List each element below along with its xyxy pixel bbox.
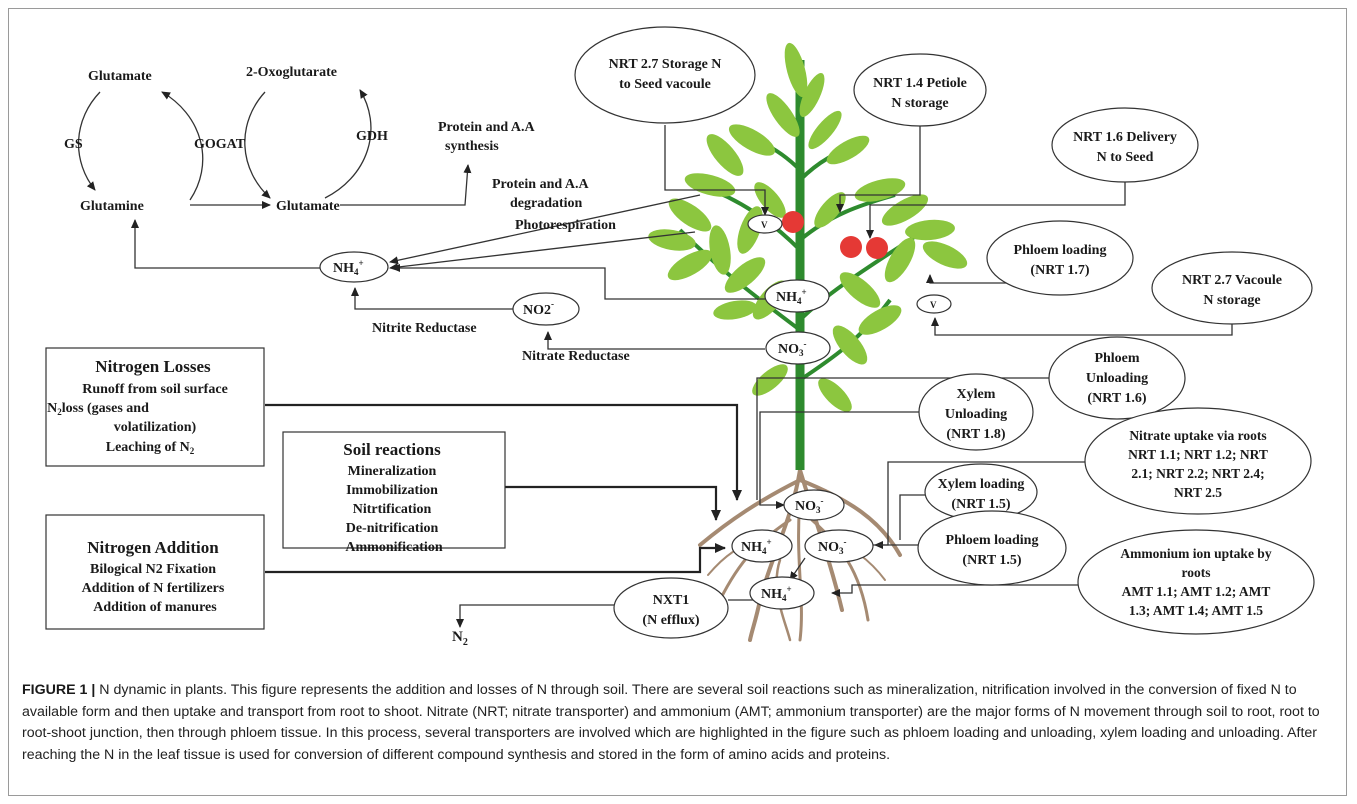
plant-illustration: [648, 42, 968, 642]
box-labels: Nitrogen Losses Runoff from soil surface…: [47, 357, 444, 615]
gdh-label: GDH: [356, 129, 388, 144]
species-labels: NH4+ NO2- NH4+ NO3- NO3- NH4+ NO3- NH4+ …: [333, 220, 937, 603]
figure-caption: FIGURE 1 | N dynamic in plants. This fig…: [22, 680, 1332, 766]
nitrate-reductase-label: Nitrate Reductase: [522, 349, 630, 364]
no3-root: NO3-: [795, 496, 824, 515]
n2-label: N2: [452, 629, 468, 648]
phloem-loading-15-bubble: Phloem loading(NRT 1.5): [946, 533, 1039, 568]
no3-root-2: NO3-: [818, 537, 847, 556]
info-boxes: [45, 347, 506, 630]
nitrogen-losses-box: Nitrogen Losses Runoff from soil surface: [82, 357, 228, 397]
nh4-left: NH4+: [333, 258, 364, 277]
gs-gogat-cycle: [77, 89, 472, 209]
box-arrows: [265, 403, 742, 574]
nh4-root: NH4+: [741, 537, 772, 556]
vacuole-v-1: V: [761, 220, 768, 230]
nitrogen-addition-box: Nitrogen Addition Bilogical N2 Fixation …: [82, 538, 229, 615]
no3-stem: NO3-: [778, 339, 807, 358]
volatilization-line: volatilization): [114, 420, 197, 435]
plant-side-labels: Protein and A.A degradation Photorespira…: [372, 177, 630, 648]
cycle-labels: Glutamate 2-Oxoglutarate GS GOGAT GDH Gl…: [64, 65, 537, 214]
leaching-line: Leaching of N2: [106, 440, 195, 456]
nxt1-bubble: NXT1(N efflux): [642, 593, 699, 628]
soil-reactions-box: Soil reactions Mineralization Immobiliza…: [343, 440, 444, 555]
n2-loss-line: N2loss (gases and: [47, 401, 149, 417]
phloem-loading-17-bubble: Phloem loading(NRT 1.7): [1014, 243, 1107, 278]
photorespiration-label: Photorespiration: [515, 218, 616, 233]
gs-label: GS: [64, 137, 83, 152]
caption-lead: FIGURE 1 |: [22, 682, 96, 698]
degradation-label: Protein and A.A degradation: [492, 177, 591, 211]
nh4-stem: NH4+: [776, 287, 807, 306]
glutamate-top-label: Glutamate: [88, 69, 152, 84]
glutamine-label: Glutamine: [80, 199, 144, 214]
plant-fruits: [782, 211, 888, 259]
nitrite-reductase-label: Nitrite Reductase: [372, 321, 477, 336]
gogat-label: GOGAT: [194, 137, 246, 152]
figure-frame: [8, 8, 1347, 796]
connection-arrows: [131, 125, 1233, 628]
plant-leaves: [648, 42, 968, 412]
transporter-bubbles: [574, 26, 1315, 639]
nh4-bottom: NH4+: [761, 584, 792, 603]
oxoglutarate-label: 2-Oxoglutarate: [246, 65, 337, 80]
species-ellipses: [319, 214, 952, 610]
no2-species: NO2-: [523, 299, 554, 318]
protein-synthesis-label: Protein and A.A synthesis: [438, 120, 537, 154]
vacuole-v-2: V: [930, 300, 937, 310]
nitrogen-dynamics-diagram: Glutamate 2-Oxoglutarate GS GOGAT GDH Gl…: [45, 26, 1315, 648]
glutamate-bottom-label: Glutamate: [276, 199, 340, 214]
xylem-loading-bubble: Xylem loading(NRT 1.5): [938, 477, 1025, 512]
caption-text: N dynamic in plants. This figure represe…: [22, 682, 1320, 763]
